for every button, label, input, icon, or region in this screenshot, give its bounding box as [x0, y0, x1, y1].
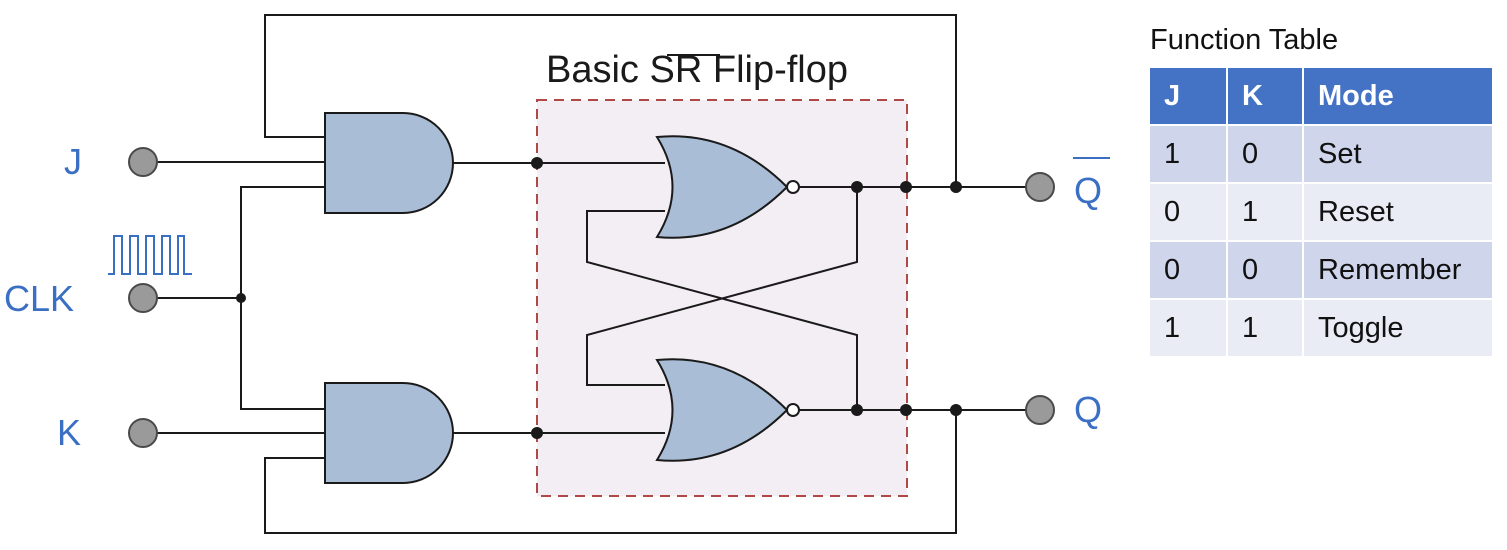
- and-gate-bottom: [324, 382, 454, 484]
- q-label: Q: [1074, 389, 1102, 430]
- table-row: 0 1 Reset: [1148, 182, 1494, 242]
- q-terminal: [1025, 395, 1055, 425]
- q-bar-junction-3: [950, 181, 962, 193]
- cell-mode: Reset: [1302, 182, 1494, 242]
- cell-k: 1: [1226, 298, 1304, 358]
- clk-label: CLK: [4, 278, 74, 319]
- cell-mode: Toggle: [1302, 298, 1494, 358]
- cell-k: 0: [1226, 124, 1304, 184]
- q-junction-1: [851, 404, 863, 416]
- function-table-panel: Function Table J K Mode 1 0 Set 0 1 Rese…: [1148, 20, 1494, 358]
- title-prefix: Basic: [546, 49, 649, 91]
- title-suffix: Flip-flop: [702, 49, 848, 91]
- q-bar-terminal: [1025, 172, 1055, 202]
- sr-flip-flop-title: Basic SR Flip-flop: [546, 49, 848, 91]
- and-bottom-output-junction: [531, 427, 543, 439]
- q-junction-2: [900, 404, 912, 416]
- q-junction-3: [950, 404, 962, 416]
- q-bar-junction-1: [851, 181, 863, 193]
- header-k: K: [1226, 66, 1304, 126]
- table-row: 1 0 Set: [1148, 124, 1494, 184]
- nand-bottom-bubble: [786, 403, 800, 417]
- and-gate-top: [324, 112, 454, 214]
- cell-mode: Set: [1302, 124, 1494, 184]
- cell-j: 0: [1148, 182, 1228, 242]
- jk-flip-flop-diagram: Basic SR Flip-flop J CLK K Q Q: [4, 14, 1110, 534]
- cell-j: 1: [1148, 298, 1228, 358]
- clk-junction: [236, 293, 246, 303]
- nand-gate-bottom: [655, 358, 789, 462]
- cross-wire-bottom-feedback: [586, 187, 858, 386]
- cell-k: 1: [1226, 182, 1304, 242]
- header-mode: Mode: [1302, 66, 1494, 126]
- table-header-row: J K Mode: [1148, 66, 1494, 126]
- clock-pulse-icon: [108, 235, 192, 275]
- cell-j: 0: [1148, 240, 1228, 300]
- and-top-output-junction: [531, 157, 543, 169]
- cell-j: 1: [1148, 124, 1228, 184]
- feedback-wire-bottom: [264, 410, 957, 534]
- header-j: J: [1148, 66, 1228, 126]
- clk-terminal: [128, 283, 158, 313]
- q-bar-junction-2: [900, 181, 912, 193]
- j-label: J: [64, 141, 82, 182]
- q-bar-label: Q: [1074, 170, 1102, 211]
- function-table-caption: Function Table: [1150, 24, 1339, 56]
- cell-k: 0: [1226, 240, 1304, 300]
- k-terminal: [128, 418, 158, 448]
- cross-wire-top-feedback: [586, 210, 858, 410]
- function-table: J K Mode 1 0 Set 0 1 Reset 0 0 Remember: [1148, 66, 1494, 358]
- table-row: 0 0 Remember: [1148, 240, 1494, 300]
- nand-gate-top: [655, 135, 789, 239]
- cell-mode: Remember: [1302, 240, 1494, 300]
- clk-bus-wire: [240, 186, 325, 410]
- j-terminal: [128, 147, 158, 177]
- k-label: K: [57, 412, 81, 453]
- nand-top-bubble: [786, 180, 800, 194]
- table-row: 1 1 Toggle: [1148, 298, 1494, 358]
- feedback-wire-top: [264, 14, 957, 188]
